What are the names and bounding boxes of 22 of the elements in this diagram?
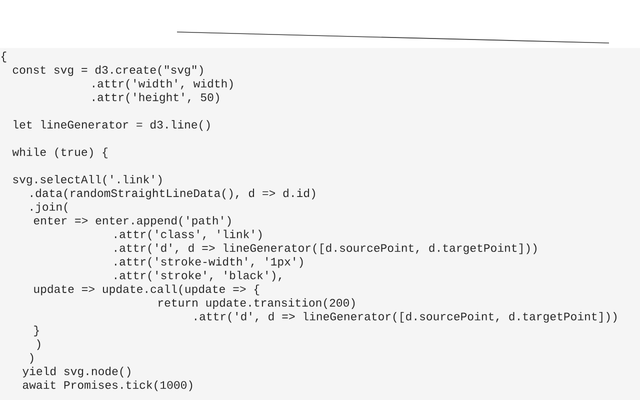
code-line: yield svg.node() [22,366,130,378]
code-line: .attr('width', width) [92,79,233,90]
code-line: { [1,52,6,62]
code-line: while (true) { [12,148,108,158]
code-line: ) [30,353,34,364]
code-line: ) [37,339,40,350]
code-line: .attr('d', d => lineGenerator([d.sourcePoint, d.targetPoint])) [114,243,536,254]
code-line: .join( [30,202,68,214]
code-line: return update.transition(200) [158,298,355,309]
code-line: svg.selectAll('.link') [13,174,162,186]
code-line: update => update.call(update => { [34,284,260,296]
code-line: await Promises.tick(1000) [22,380,192,392]
code-line: .attr('stroke', 'black'), [114,270,282,282]
code-line: .attr('d', d => lineGenerator([d.sourcePoint, d.targetPoint])) [194,312,616,323]
code-line: } [34,326,39,336]
code-line: enter => enter.append('path') [34,216,231,227]
code-line: .attr('stroke-width', '1px') [114,257,303,268]
code-line: const svg = d3.create("svg") [12,65,203,76]
code-line: .attr('height', 50) [92,92,219,104]
code-line: .attr('class', 'link') [114,230,262,240]
code-line: .data(randomStraightLineData(), d => d.id) [30,188,315,200]
code-line: let lineGenerator = d3.line() [14,120,210,131]
